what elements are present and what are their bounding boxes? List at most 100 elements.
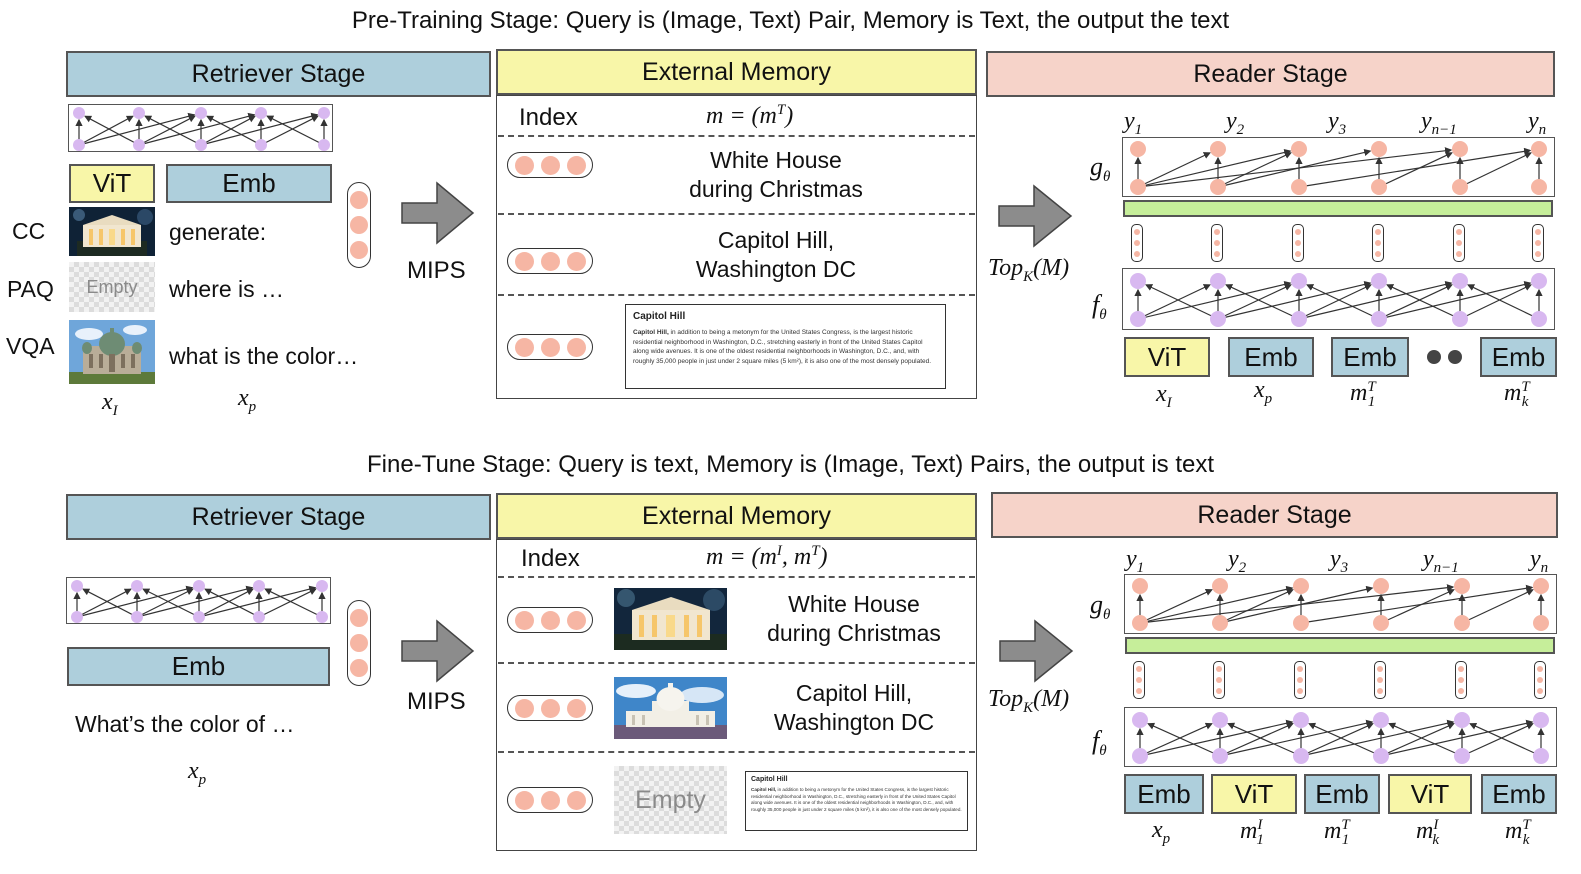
network-edge	[1378, 280, 1532, 320]
topk-arrow-icon	[999, 619, 1074, 683]
network-node	[255, 107, 267, 119]
network-edge	[1459, 152, 1532, 188]
network-edge	[1298, 280, 1453, 320]
paq-query-text: where is …	[169, 276, 285, 302]
reader-input-label: mIk	[1416, 817, 1440, 848]
network-node	[1533, 578, 1549, 594]
network-edge	[266, 115, 325, 146]
network-edge	[1137, 152, 1211, 188]
network-edge	[198, 588, 254, 618]
network-node	[253, 580, 265, 592]
hidden-state-vector	[1534, 661, 1546, 699]
topk-label: TopK(M)	[988, 255, 1070, 285]
index-label: Index	[521, 545, 580, 572]
memory-entry-text: Capitol Hill,Washington DC	[773, 680, 935, 735]
output-token-label: yn	[1530, 546, 1549, 576]
reader-encoder-network	[1124, 707, 1557, 767]
network-edge	[78, 112, 196, 146]
hidden-state-vector	[1131, 224, 1143, 262]
reader-input-emb-box: Emb	[1480, 337, 1557, 377]
reader-input-emb-box: Emb	[1124, 774, 1204, 814]
network-edge	[1380, 719, 1534, 757]
network-edge	[1388, 722, 1463, 757]
hidden-state-vector	[1133, 661, 1145, 699]
memory-divider	[498, 135, 975, 137]
retriever-encoder-network	[66, 577, 331, 624]
network-edge	[1380, 588, 1455, 624]
reader-input-emb-box: Emb	[1331, 337, 1409, 377]
reader-encoder-network	[1122, 268, 1555, 330]
network-node	[318, 139, 330, 151]
memory-entry-text: Capitol Hill,Washington DC	[695, 227, 857, 282]
network-edge	[1217, 280, 1372, 320]
network-node	[1130, 273, 1146, 289]
network-node	[1454, 578, 1470, 594]
network-node	[1132, 712, 1148, 728]
hidden-state-vector	[1453, 224, 1465, 262]
network-edge	[1219, 722, 1294, 757]
memory-divider	[498, 662, 975, 664]
network-edge	[142, 588, 200, 618]
mips-arrow-icon	[401, 619, 475, 683]
hidden-state-vector	[1374, 661, 1386, 699]
hidden-state-vector	[1292, 224, 1304, 262]
cc-query-text: generate:	[169, 219, 267, 245]
index-label: Index	[519, 104, 578, 131]
network-edge	[204, 588, 260, 618]
network-node	[1373, 615, 1389, 631]
network-node	[1210, 179, 1226, 195]
reader-input-emb-box: Emb	[1481, 774, 1557, 814]
reader-input-vit-box: ViT	[1124, 337, 1210, 377]
network-edge	[1459, 284, 1532, 320]
network-edge	[136, 585, 254, 618]
hidden-state-vector	[1213, 661, 1225, 699]
encoder-label: fθ	[1092, 726, 1107, 760]
vqa-query-text: what is the color…	[169, 343, 359, 369]
decoder-label: gθ	[1090, 152, 1111, 186]
finetune-title: Fine-Tune Stage: Query is text, Memory i…	[367, 451, 1214, 478]
memory-index-vector	[507, 334, 593, 360]
retriever-stage-header: Retriever Stage	[66, 51, 491, 97]
network-node	[1212, 712, 1228, 728]
finetune-query-text: What’s the color of …	[75, 711, 295, 737]
network-node	[1452, 273, 1468, 289]
reader-input-label: xp	[1152, 817, 1171, 847]
network-node	[1293, 748, 1309, 764]
network-edge	[1380, 722, 1455, 757]
reader-input-emb-box: Emb	[1304, 774, 1380, 814]
network-node	[193, 611, 205, 623]
hidden-state-vector	[1294, 661, 1306, 699]
capitol-building-photo	[614, 677, 727, 739]
encoder-label: fθ	[1092, 290, 1107, 324]
network-node	[131, 580, 143, 592]
network-node	[1132, 748, 1148, 764]
network-node	[1210, 273, 1226, 289]
network-node	[1212, 578, 1228, 594]
network-node	[1373, 578, 1389, 594]
network-edge	[264, 588, 323, 618]
memory-divider	[498, 576, 975, 578]
empty-image-placeholder: Empty	[614, 766, 727, 834]
network-edge	[1139, 722, 1213, 757]
reader-input-label: xp	[1254, 377, 1273, 407]
network-edge	[1137, 147, 1453, 188]
network-edge	[82, 588, 138, 618]
output-token-label: yn−1	[1423, 546, 1459, 576]
reader-input-label: mT1	[1324, 817, 1350, 848]
network-edge	[84, 115, 140, 146]
network-node	[1371, 179, 1387, 195]
output-token-label: y1	[1124, 108, 1143, 138]
network-edge	[1378, 284, 1453, 320]
empty-image-placeholder: Empty	[69, 262, 155, 312]
network-edge	[144, 115, 202, 146]
network-node	[131, 611, 143, 623]
decoder-label: gθ	[1090, 590, 1111, 624]
network-edge	[1219, 719, 1374, 757]
mips-arrow-icon	[401, 181, 475, 245]
reader-input-label: mTk	[1504, 379, 1530, 410]
reader-input-label: mTk	[1505, 817, 1531, 848]
network-node	[1132, 578, 1148, 594]
network-node	[1533, 615, 1549, 631]
network-node	[1454, 615, 1470, 631]
network-edge	[200, 115, 256, 146]
